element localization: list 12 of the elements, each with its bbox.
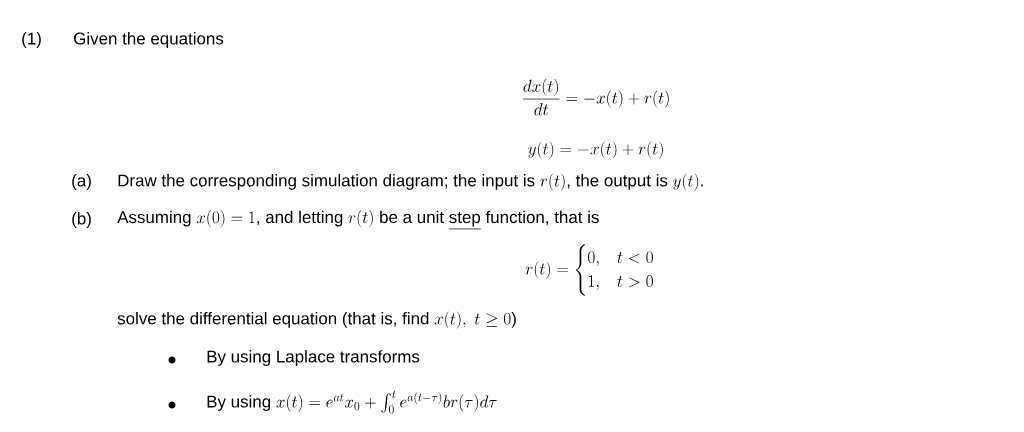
- question-text: $\text{Assuming } x(0) = 1\text{, and letting } r(t) \text{ be a unit \underline{step} function, that is}$: [117, 210, 599, 229]
- question-text: $\text{Draw the corresponding simulation diagram; the input is } r(t)\text{, the output is } y(t)\text{.}$: [118, 173, 703, 191]
- question-text: $\text{solve the differential equation (that is, find } x(t),\ t \ge 0\text{)}$: [117, 311, 516, 329]
- item-number: (1): [22, 32, 41, 48]
- question-text: Given the equations: [74, 32, 224, 48]
- item-number: (b): [72, 212, 91, 228]
- bullet-text: $\text{By using } x(t) = e^{at}x_0 + \int_0^t e^{a(t-\tau)} b r(\tau) d\tau$: [207, 390, 497, 414]
- item-number: (a): [72, 174, 91, 190]
- equation: $y(t) = -x(t) + r(t)$: [528, 141, 663, 159]
- equation: $\frac{dx(t)}{dt} = -x(t) + r(t)$: [522, 78, 669, 116]
- bullet-text: By using Laplace transforms: [207, 350, 420, 366]
- equation: $r(t) = \begin{cases} 0, & t < 0 \\ 1, & t > 0 \end{cases}$: [525, 244, 653, 296]
